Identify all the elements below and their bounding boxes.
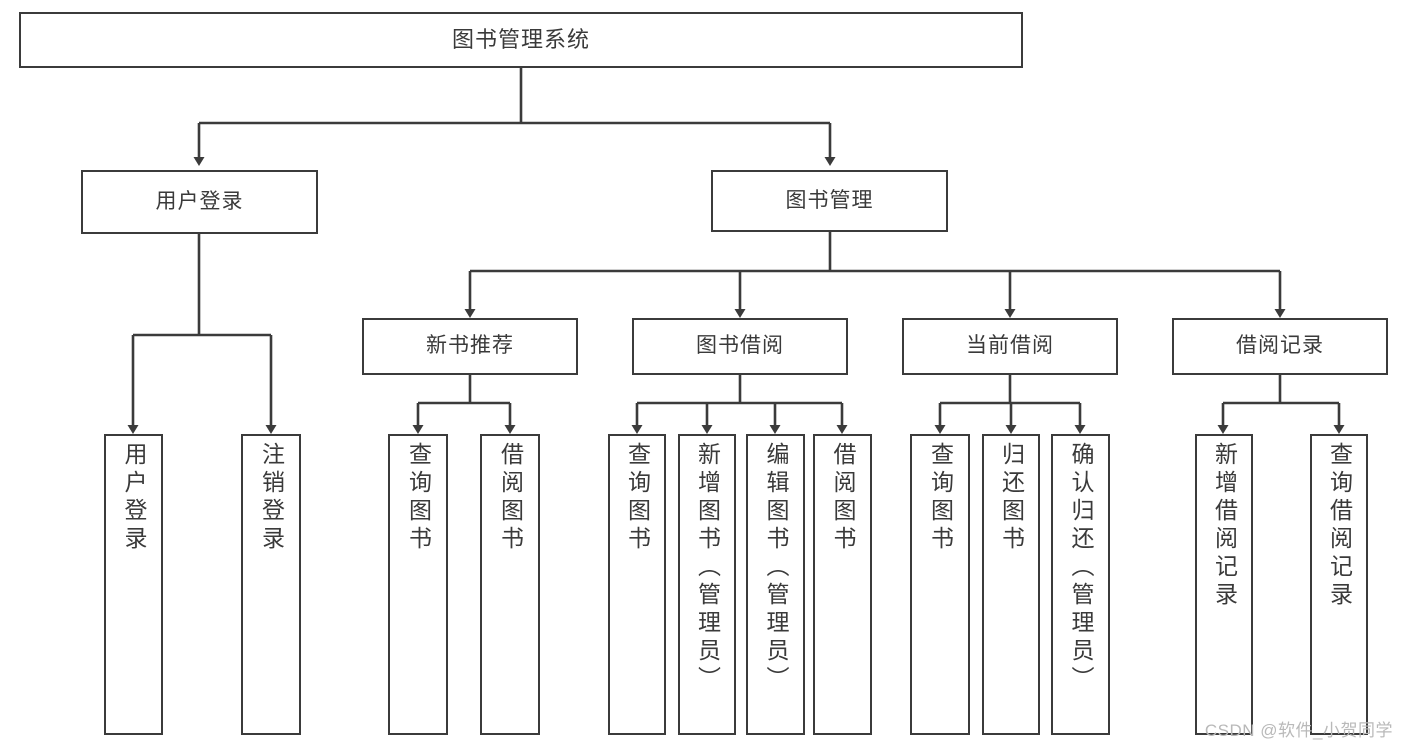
leaf-label: 注销登录	[258, 442, 285, 554]
watermark-text: CSDN @软件_小贺同学	[1204, 721, 1393, 740]
leaf-current-query-book[interactable]: 查询图书	[910, 434, 970, 735]
leaf-borrow-borrow-book[interactable]: 借阅图书	[813, 434, 872, 735]
node-book-management[interactable]: 图书管理	[711, 170, 948, 232]
node-user-login[interactable]: 用户登录	[81, 170, 318, 234]
leaf-borrow-add-book-admin[interactable]: 新增图书（管理员）	[678, 434, 736, 735]
node-book-borrow-label: 图书借阅	[696, 334, 784, 358]
leaf-current-return-book[interactable]: 归还图书	[982, 434, 1040, 735]
node-current-borrow-label: 当前借阅	[966, 334, 1054, 358]
node-borrow-record-label: 借阅记录	[1236, 334, 1324, 358]
leaf-label: 新增图书（管理员）	[694, 442, 721, 694]
leaf-borrow-edit-book-admin[interactable]: 编辑图书（管理员）	[746, 434, 805, 735]
leaf-borrow-query-book[interactable]: 查询图书	[608, 434, 666, 735]
leaf-new-book-borrow-book[interactable]: 借阅图书	[480, 434, 540, 735]
leaf-label: 查询图书	[405, 442, 432, 554]
node-book-borrow[interactable]: 图书借阅	[632, 318, 848, 375]
node-book-management-label: 图书管理	[785, 188, 874, 212]
node-root-label: 图书管理系统	[451, 27, 590, 53]
leaf-current-confirm-return-admin[interactable]: 确认归还（管理员）	[1051, 434, 1110, 735]
node-new-book-recommend-label: 新书推荐	[426, 334, 514, 358]
leaf-label: 借阅图书	[830, 442, 856, 554]
leaf-label: 编辑图书（管理员）	[763, 442, 789, 694]
node-current-borrow[interactable]: 当前借阅	[902, 318, 1118, 375]
leaf-label: 归还图书	[998, 442, 1025, 554]
leaf-user-login-login[interactable]: 用户登录	[104, 434, 163, 735]
node-borrow-record[interactable]: 借阅记录	[1172, 318, 1388, 375]
node-user-login-label: 用户登录	[155, 189, 244, 213]
node-root[interactable]: 图书管理系统	[19, 12, 1023, 68]
leaf-label: 新增借阅记录	[1211, 442, 1238, 610]
leaf-label: 用户登录	[121, 442, 147, 554]
leaf-label: 查询图书	[624, 442, 651, 554]
leaf-new-book-query-book[interactable]: 查询图书	[388, 434, 448, 735]
leaf-record-query-record[interactable]: 查询借阅记录	[1310, 434, 1368, 735]
leaf-label: 查询借阅记录	[1326, 442, 1353, 610]
leaf-record-add-record[interactable]: 新增借阅记录	[1195, 434, 1253, 735]
leaf-label: 借阅图书	[497, 442, 524, 554]
node-new-book-recommend[interactable]: 新书推荐	[362, 318, 578, 375]
leaf-user-login-logout[interactable]: 注销登录	[241, 434, 301, 735]
leaf-label: 查询图书	[927, 442, 954, 554]
leaf-label: 确认归还（管理员）	[1068, 442, 1094, 694]
